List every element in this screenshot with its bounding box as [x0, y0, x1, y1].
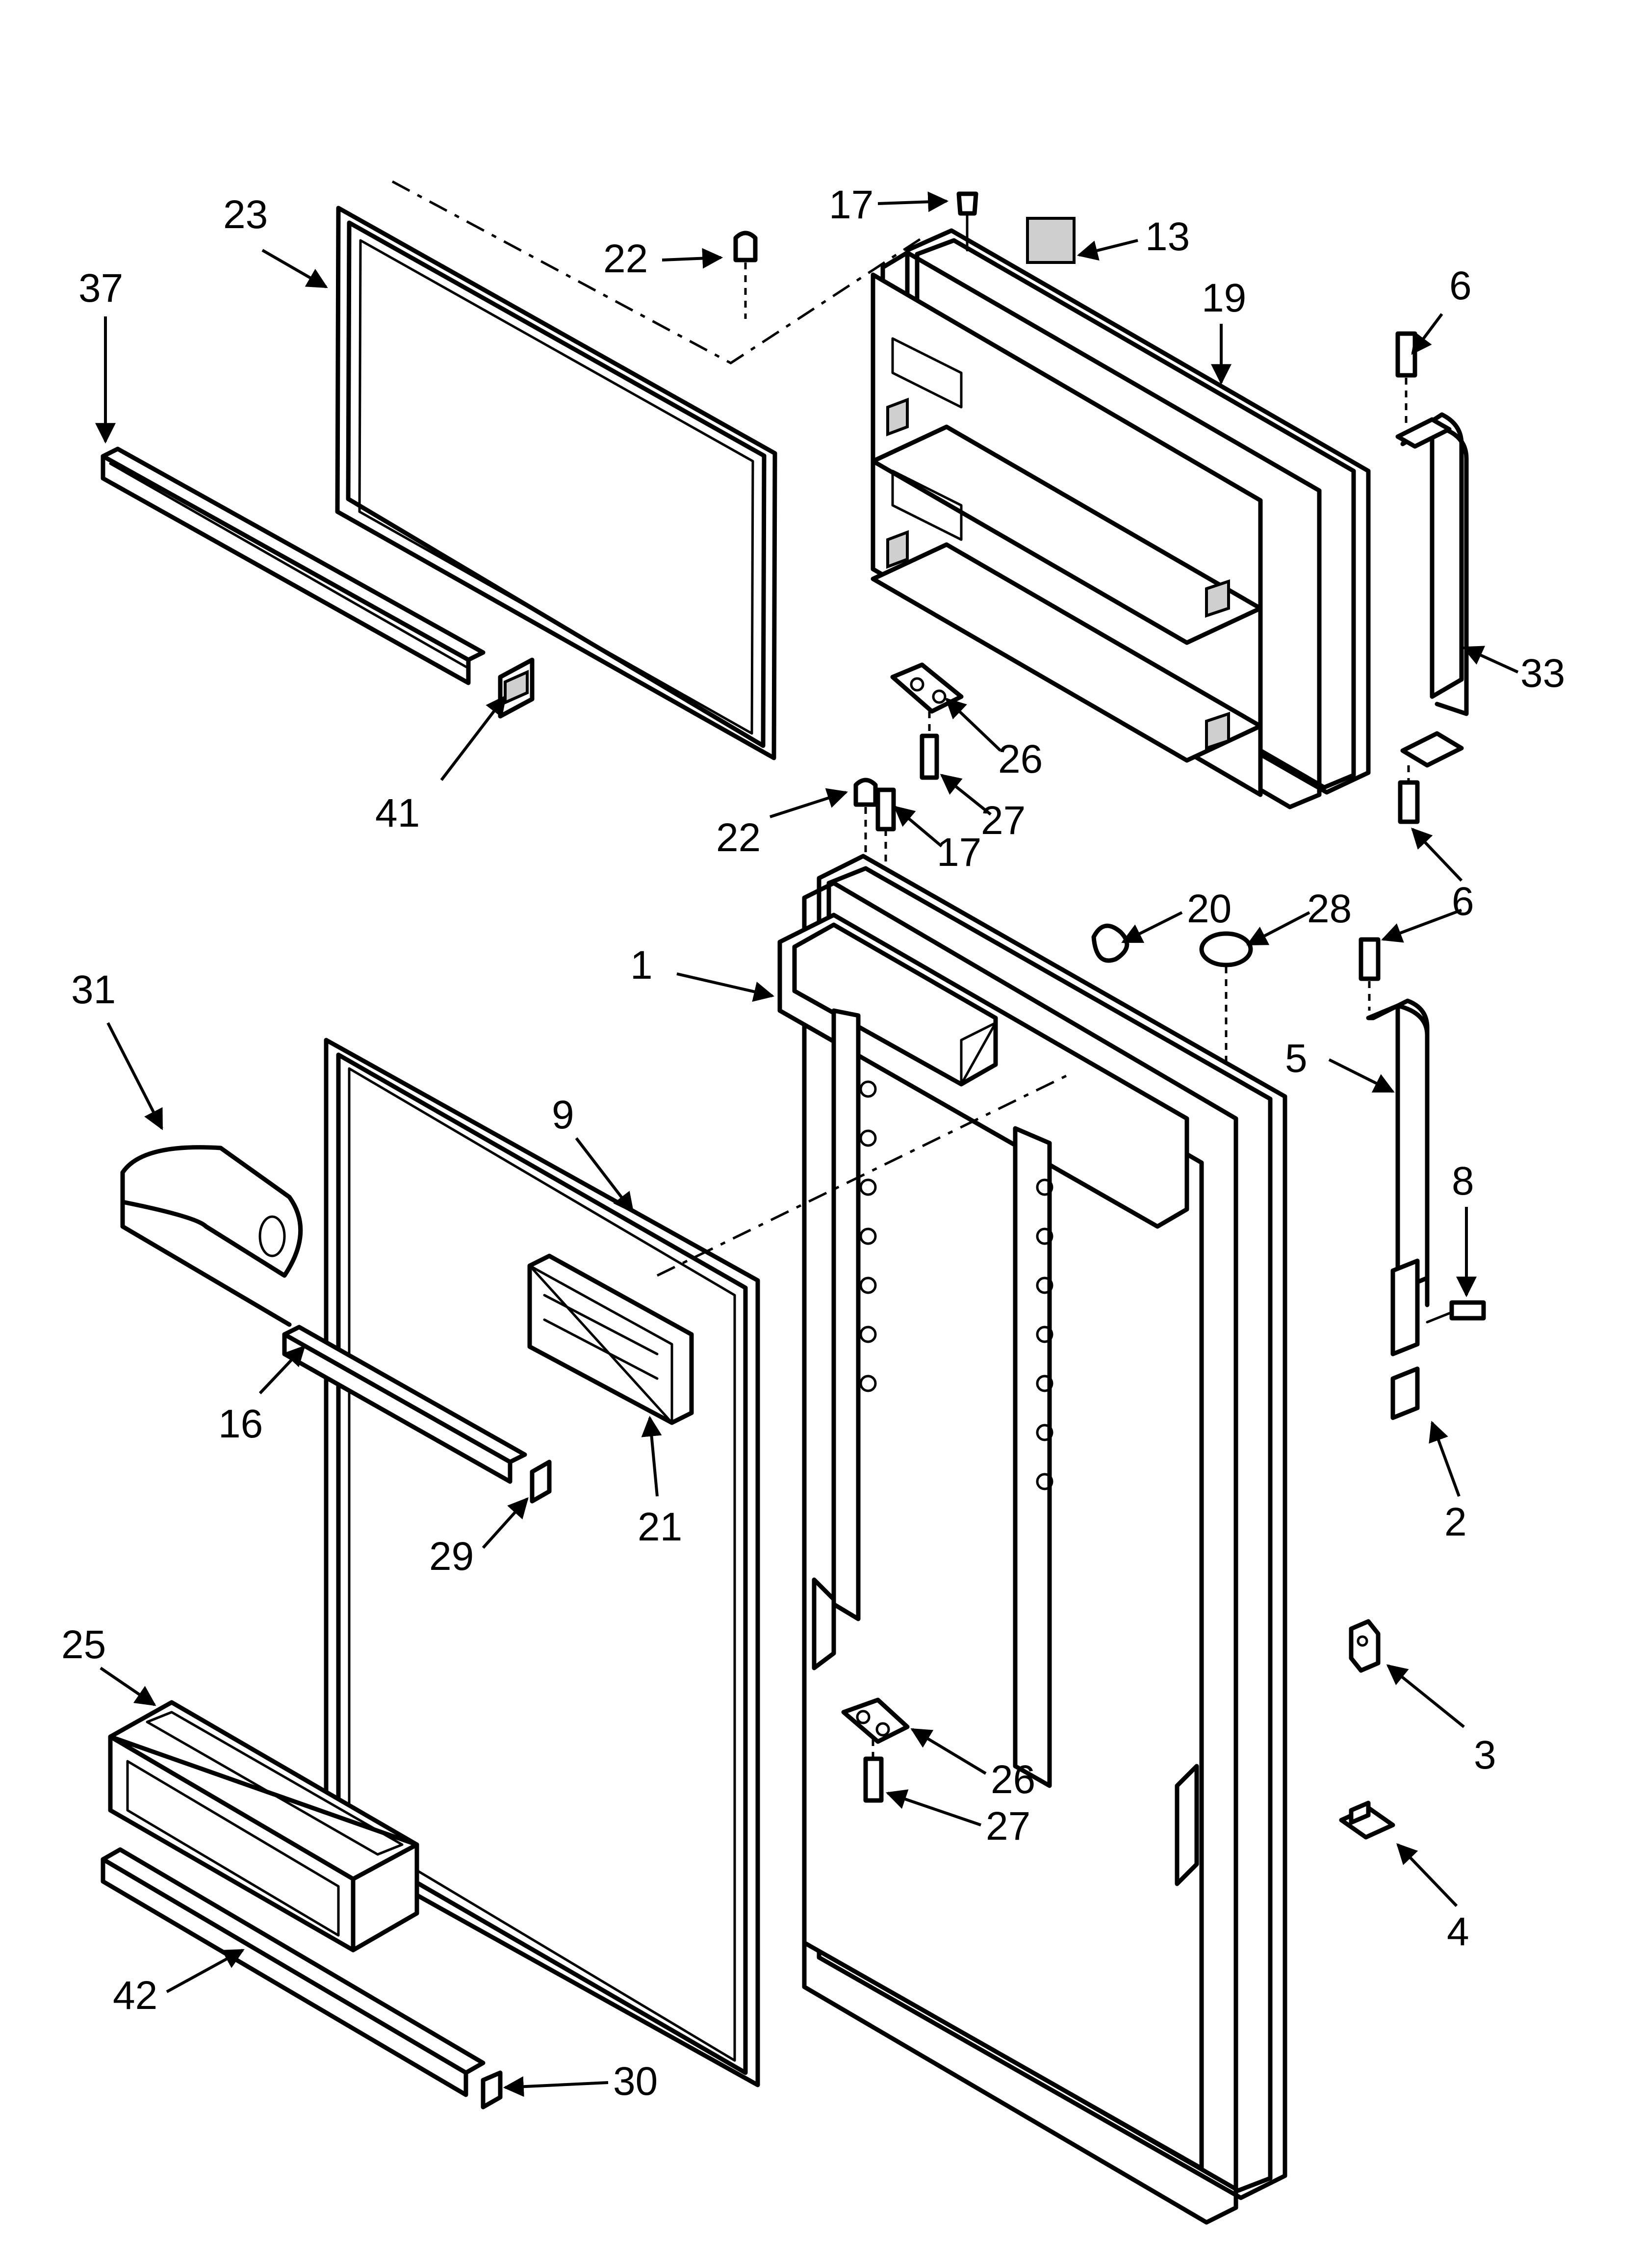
door-stop-26-top — [890, 662, 964, 714]
callout-6-top: 6 — [1449, 263, 1472, 308]
door-shelf-cover — [120, 1145, 303, 1327]
callout-27-bottom: 27 — [986, 1804, 1030, 1849]
callout-21: 21 — [638, 1505, 682, 1549]
callout-30: 30 — [613, 2059, 658, 2104]
freezer-door-handle — [1395, 412, 1469, 768]
callout-2: 2 — [1444, 1500, 1467, 1544]
callout-6-lower: 6 — [1452, 879, 1474, 924]
rail-end-clip-41 — [498, 657, 535, 719]
hinge-bracket-4 — [1339, 1800, 1395, 1840]
freezer-shelf-rail — [101, 446, 486, 685]
door-shelf-rail — [282, 1325, 527, 1484]
freezer-door-liner — [871, 228, 1371, 809]
screw-27-bottom — [863, 1739, 884, 1803]
dairy-compartment-door — [527, 1253, 694, 1425]
callout-19: 19 — [1202, 276, 1246, 320]
screw-6-handle-top — [1359, 937, 1381, 1011]
screw-27-top — [920, 711, 939, 780]
hole-plug-28 — [1199, 931, 1253, 1065]
callout-13: 13 — [1145, 214, 1190, 259]
callout-labels: 23 37 41 22 17 13 19 6 33 26 27 22 17 6 … — [61, 182, 1565, 2104]
callout-17-middle: 17 — [937, 830, 981, 875]
callout-33: 33 — [1520, 651, 1565, 696]
callout-37: 37 — [78, 266, 123, 311]
model-label-plate — [1026, 217, 1076, 264]
callout-4: 4 — [1447, 1909, 1469, 1954]
door-stop-26-bottom — [841, 1697, 910, 1744]
callout-22-top: 22 — [603, 236, 648, 281]
callout-41: 41 — [375, 791, 420, 835]
callout-leaders — [95, 191, 1519, 2097]
screw-6-top — [1395, 331, 1417, 427]
callout-9: 9 — [552, 1093, 574, 1137]
callout-42: 42 — [113, 1973, 157, 2018]
door-bin-rail — [101, 1847, 486, 2097]
freezer-door-gasket — [335, 206, 777, 760]
screw-8 — [1426, 1300, 1486, 1324]
plug-button-22-middle — [853, 778, 878, 859]
fresh-gasket-alignment-line — [656, 1073, 1070, 1277]
callout-22-middle: 22 — [716, 815, 761, 860]
callout-8: 8 — [1452, 1159, 1474, 1203]
callout-3: 3 — [1474, 1733, 1496, 1777]
callout-16: 16 — [218, 1402, 263, 1446]
callout-23: 23 — [223, 192, 268, 237]
callout-25: 25 — [61, 1622, 106, 1667]
hinge-bracket-3 — [1349, 1619, 1381, 1673]
callout-1: 1 — [630, 943, 653, 988]
screw-17-middle — [875, 787, 896, 863]
callout-20: 20 — [1187, 886, 1232, 931]
callout-29: 29 — [429, 1534, 474, 1579]
handle-clip-2 — [1390, 1366, 1420, 1420]
callout-26-top: 26 — [998, 737, 1043, 782]
callout-5: 5 — [1285, 1036, 1308, 1081]
fresh-food-door-liner — [777, 854, 1287, 2225]
callout-27-top: 27 — [981, 798, 1026, 843]
callout-31: 31 — [71, 967, 116, 1012]
callout-28: 28 — [1307, 886, 1352, 931]
rail-end-clip-30 — [481, 2070, 503, 2110]
plug-button-22-top — [733, 231, 758, 319]
door-bin — [108, 1700, 419, 1953]
callout-17-top: 17 — [829, 182, 873, 227]
hinge-pin-20 — [1091, 923, 1129, 963]
fresh-food-door-handle — [1366, 998, 1430, 1356]
freezer-gasket-alignment-line — [391, 180, 923, 365]
rail-end-clip-29 — [530, 1460, 552, 1504]
callout-26-bottom: 26 — [991, 1757, 1035, 1802]
screw-17-top — [956, 191, 978, 252]
screw-6-lower — [1398, 765, 1420, 824]
